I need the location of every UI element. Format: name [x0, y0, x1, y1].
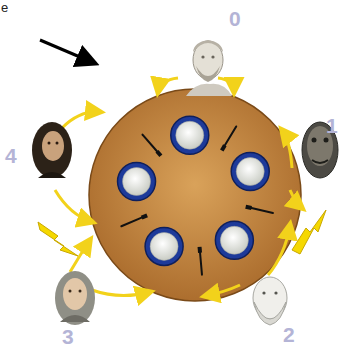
fork [121, 218, 141, 227]
fork-tines [198, 247, 203, 253]
plate [215, 221, 253, 259]
fork-tines [246, 207, 252, 208]
fork-tines [222, 145, 225, 150]
callout-number: 0 [229, 8, 241, 29]
table [89, 89, 301, 301]
fork [225, 126, 236, 145]
philosopher-portrait [186, 40, 232, 96]
plates [118, 116, 270, 265]
plate [118, 163, 156, 201]
philosopher-portrait [253, 277, 287, 325]
conflict-bolt [38, 222, 78, 256]
pointer-arrow [40, 40, 94, 63]
conflict-bolt [292, 210, 326, 254]
fork-tines [157, 151, 161, 156]
fork [143, 135, 157, 152]
plate [171, 116, 209, 154]
spaghetti [150, 232, 178, 260]
fork [252, 208, 273, 213]
spaghetti [220, 226, 248, 254]
callout-number: 3 [62, 326, 74, 347]
spaghetti [236, 158, 264, 186]
spaghetti [176, 121, 204, 149]
cut-off-text: e [1, 1, 8, 14]
callout-number: 2 [283, 324, 295, 345]
plate [231, 153, 269, 191]
callout-number: 1 [326, 115, 338, 136]
reach-arrows [55, 78, 302, 296]
spaghetti [123, 168, 151, 196]
forks [121, 126, 273, 274]
callout-number: 4 [5, 145, 17, 166]
philosopher-portrait [32, 122, 72, 178]
plate [145, 227, 183, 265]
philosopher-portrait [55, 271, 95, 325]
fork-tines [142, 215, 148, 217]
fork [200, 253, 202, 275]
